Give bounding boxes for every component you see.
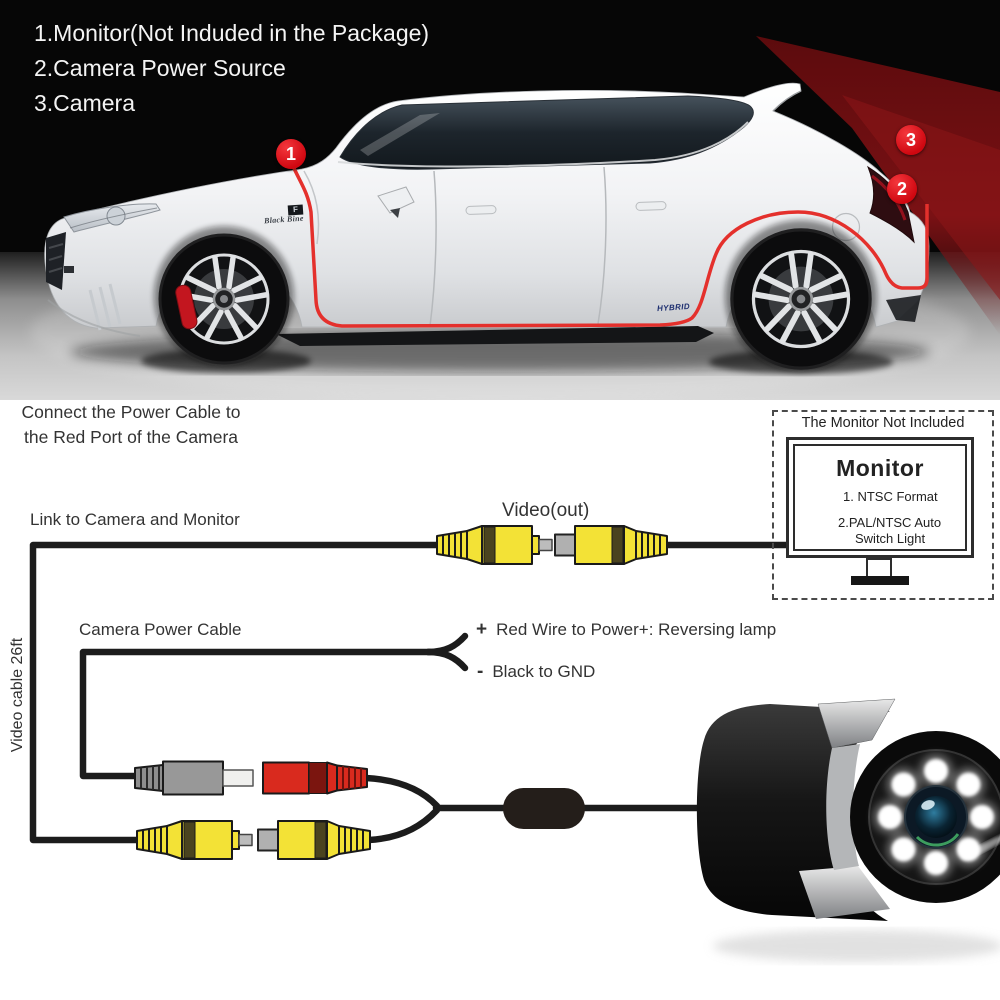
camera-reflection [713,930,1000,962]
photo-caption-line-2: 2.Camera Power Source [34,55,286,81]
backup-camera [696,698,1000,962]
monitor-spec-2: 2.PAL/NTSC Auto [838,515,942,530]
connect-power-note: Connect the Power Cable to the Red Port … [0,400,262,450]
power-fork-negative [424,648,469,672]
power-jack-red [262,761,368,795]
video-cable-length-label: Video cable 26ft [9,637,26,753]
monitor-title: Monitor [836,455,924,481]
front-door-handle [465,205,497,215]
monitor-not-included-note: The Monitor Not Included [801,415,965,431]
minus-sign: - [477,661,484,682]
photo-caption-line-1: 1.Monitor(Not Induded in the Package) [34,20,430,46]
camera-video-pigtail [365,806,441,844]
link-to-camera-label: Link to Camera and Monitor [30,510,240,529]
inline-module [503,788,585,829]
monitor-dashed-box [772,410,994,600]
side-mirror [377,186,415,218]
bumper-vent-fins [88,283,122,331]
car-photo [0,0,1000,400]
camera-bracket [817,698,896,749]
marker-3-badge: 3 [896,125,926,155]
marker-1-badge: 1 [276,139,306,169]
marker-2-badge: 2 [887,174,917,204]
video-cable [29,541,441,844]
monitor-spec-1: 1. NTSC Format [843,489,938,504]
monitor-screen: Monitor 1. NTSC Format 2.PAL/NTSC Auto S… [793,444,967,551]
wiring-diagram-section: Link to Camera and Monitor Video(out) Vi… [0,400,1000,1000]
video-out-label: Video(out) [502,500,590,521]
wiring-diagram [29,525,1000,962]
power-cable-line [79,648,434,780]
red-backdrop-core [842,95,1000,300]
connect-note-line-2: the Red Port of the Camera [24,427,238,447]
camera-power-cable-label: Camera Power Cable [79,620,242,639]
rca-plug-male-top [436,525,553,565]
power-positive-label: Red Wire to Power+: Reversing lamp [496,620,777,639]
power-plug-gray [134,760,254,796]
lens-highlight [921,800,935,810]
door-seams [303,166,607,327]
power-ground-label: Black to GND [492,662,596,681]
camera-wire-route-line [291,165,929,328]
camera-power-pigtail [362,774,441,810]
rocker-sill [276,326,714,346]
photo-caption-line-3: 3.Camera [34,90,135,116]
monitor-frame: Monitor 1. NTSC Format 2.PAL/NTSC Auto S… [786,437,974,558]
connect-note-line-1: Connect the Power Cable to [21,402,241,422]
camera-lens [915,796,957,838]
car-photo-section: 1.Monitor(Not Induded in the Package) 2.… [0,0,1000,400]
headlight [63,203,161,233]
plus-sign: + [476,619,488,640]
lens-green-glint [915,833,960,847]
front-grille [46,232,141,337]
photo-caption: 1.Monitor(Not Induded in the Package) 2.… [34,16,429,121]
power-ground-row: - Black to GND [477,661,595,683]
front-wheel [160,235,288,363]
red-brake-caliper [175,284,198,330]
rear-door-handle [635,201,667,211]
rear-bumper-lower [886,295,921,322]
red-backdrop-light [756,36,1000,335]
car-windows [337,95,754,170]
lens-flare [961,834,1000,860]
rca-jack-female-bottom [257,820,371,860]
rca-jack-female-top [554,525,668,565]
rear-wheel [732,230,870,368]
rca-plug-male-bottom [136,820,253,860]
camera-bracket-band [826,744,860,870]
monitor-base [851,576,909,585]
monitor-spec-3: Switch Light [855,531,926,546]
power-positive-row: + Red Wire to Power+: Reversing lamp [476,619,776,641]
chrome-window-trim [337,121,749,168]
camera-bracket-lower [799,866,890,919]
